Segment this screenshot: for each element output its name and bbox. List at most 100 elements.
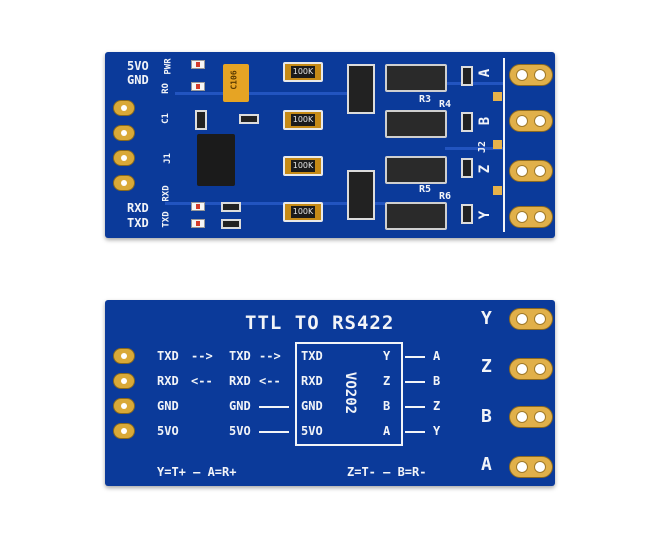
resistor-small — [461, 204, 473, 224]
edge-letter-a: A — [481, 454, 492, 475]
tantalum-capacitor: C106 — [223, 64, 249, 102]
header-pad — [113, 150, 135, 166]
edge-letter-z: Z — [481, 356, 492, 377]
label-5v: 5VO — [127, 59, 149, 73]
out-label-y: Y — [433, 424, 441, 438]
trace — [175, 92, 375, 95]
trace — [445, 147, 505, 150]
out-label-a: A — [433, 349, 441, 363]
cap-small — [195, 110, 207, 130]
refdes-r6: R6 — [439, 191, 452, 202]
diode — [347, 64, 375, 114]
edge-letter-y: Y — [481, 308, 492, 329]
header-pad — [113, 175, 135, 191]
out-label-z: Z — [433, 399, 441, 413]
terminal-pad-y — [509, 308, 553, 330]
chip-pin-txd: TXD — [301, 349, 323, 363]
header-pad — [113, 125, 135, 141]
led-rxd — [191, 202, 205, 211]
map-label-gnd: GND — [229, 399, 251, 413]
board-title: TTL TO RS422 — [245, 312, 395, 334]
tvs-device — [385, 156, 447, 184]
header-pad — [113, 348, 135, 364]
diode — [347, 170, 375, 220]
terminal-letter-a: A — [477, 68, 494, 78]
arrow-txd: --> — [191, 349, 213, 363]
test-pad — [493, 92, 502, 101]
bottom-pcb-board: TTL TO RS422 TXD RXD GND 5VO --> <-- TXD… — [105, 300, 555, 486]
refdes-r4: R4 — [439, 99, 452, 110]
led-pwr — [191, 60, 205, 69]
resistor-value: 100K — [291, 160, 315, 172]
tvs-device — [385, 64, 447, 92]
top-pcb-board: 5VO GND RXD TXD PWR RO RXD TXD C1 J1 C10… — [105, 52, 555, 238]
resistor-value: 100K — [291, 66, 315, 78]
refdes-j1: J1 — [162, 153, 173, 164]
chip-pin-a: A — [383, 424, 391, 438]
terminal-pad-b — [509, 406, 553, 428]
terminal-pad-b — [509, 110, 553, 132]
label-ro: RO — [160, 83, 171, 94]
resistor-100k: 100K — [283, 202, 323, 222]
arrow-rxd: <-- — [191, 374, 213, 388]
test-pad — [493, 140, 502, 149]
trace — [165, 202, 385, 205]
arrow-rxd-2: <-- — [259, 374, 281, 388]
connector-line — [405, 356, 425, 358]
chip-outline — [295, 342, 403, 446]
footer-right: Z=T- — B=R- — [347, 465, 427, 479]
terminal-letter-y: Y — [477, 210, 494, 220]
terminal-pad-z — [509, 358, 553, 380]
resistor-100k: 100K — [283, 62, 323, 82]
connector-line — [405, 406, 425, 408]
connector-line — [259, 431, 289, 433]
chip-pin-5v: 5VO — [301, 424, 323, 438]
terminal-outline — [503, 58, 505, 232]
resistor-small — [461, 112, 473, 132]
refdes-r5: R5 — [419, 184, 432, 195]
header-pad — [113, 100, 135, 116]
cap-label: C106 — [229, 70, 239, 90]
connector-line — [405, 381, 425, 383]
resistor-value: 100K — [291, 114, 315, 126]
connector-line — [405, 431, 425, 433]
pin-label-gnd: GND — [157, 399, 179, 413]
refdes-r3: R3 — [419, 94, 432, 105]
led-ro — [191, 82, 205, 91]
chip-pin-y: Y — [383, 349, 391, 363]
resistor-value: 100K — [291, 206, 315, 218]
chip-name: VO202 — [342, 371, 359, 415]
label-txd-led: TXD — [161, 211, 172, 228]
chip-pin-rxd: RXD — [301, 374, 323, 388]
edge-letter-b: B — [481, 406, 492, 427]
chip-pin-b: B — [383, 399, 391, 413]
terminal-pad-y — [509, 206, 553, 228]
resistor-small — [221, 219, 241, 229]
chip-pin-z: Z — [383, 374, 391, 388]
map-label-rxd: RXD — [229, 374, 251, 388]
terminal-letter-b: B — [477, 116, 494, 126]
chip-pin-gnd: GND — [301, 399, 323, 413]
header-pad — [113, 423, 135, 439]
resistor-100k: 100K — [283, 156, 323, 176]
cap-small — [239, 114, 259, 124]
label-txd: TXD — [127, 216, 149, 230]
trace — [445, 82, 505, 85]
label-rxd-led: RXD — [161, 185, 172, 202]
tvs-device — [385, 202, 447, 230]
test-pad — [493, 186, 502, 195]
pin-label-5v: 5VO — [157, 424, 179, 438]
footer-left: Y=T+ — A=R+ — [157, 465, 237, 479]
resistor-100k: 100K — [283, 110, 323, 130]
arrow-txd-2: --> — [259, 349, 281, 363]
label-rxd: RXD — [127, 201, 149, 215]
tvs-device — [385, 110, 447, 138]
pin-label-txd: TXD — [157, 349, 179, 363]
resistor-small — [221, 202, 241, 212]
map-label-5v: 5VO — [229, 424, 251, 438]
resistor-small — [461, 158, 473, 178]
header-pad — [113, 398, 135, 414]
connector-line — [259, 406, 289, 408]
out-label-b: B — [433, 374, 441, 388]
terminal-pad-a — [509, 64, 553, 86]
